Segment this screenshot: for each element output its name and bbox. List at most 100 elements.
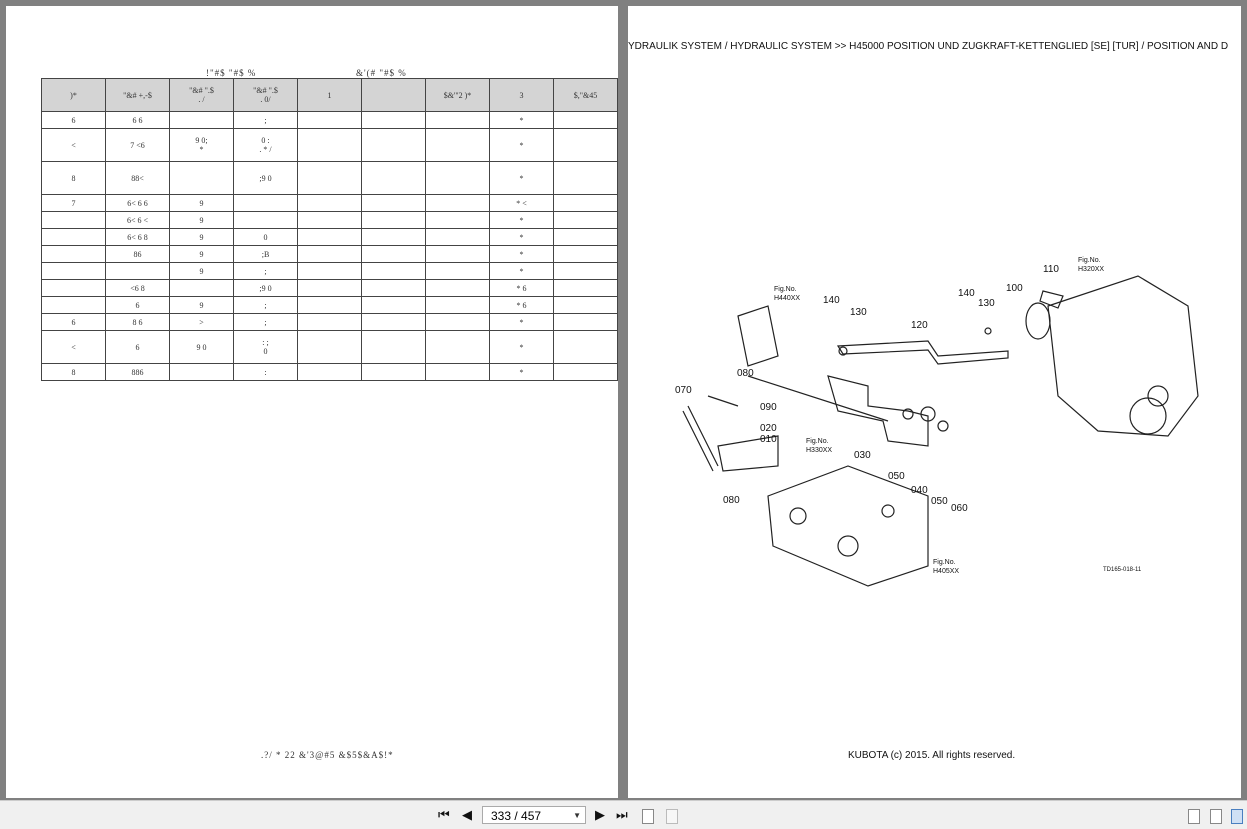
table-cell [425,228,490,246]
table-cell [425,296,490,314]
part-label: 050 [888,471,905,482]
left-page: !"#$ "#$ % &'(# "#$ % )*"&# +,-$"&# ".$ … [6,6,618,798]
valve-block [767,465,929,587]
part-label: 120 [911,320,928,331]
table-cell [425,161,490,195]
table-cell: 9 0; * [169,128,234,162]
table-cell: : ; 0 [233,330,298,364]
table-cell: * 6 [489,279,554,297]
table-cell [41,211,106,229]
part-label: 040 [911,485,928,496]
two-page-view-icon[interactable] [1231,809,1243,824]
table-cell: * [489,262,554,280]
part-label: 130 [850,307,867,318]
table-cell [553,262,618,280]
table-cell [169,161,234,195]
table-cell [425,262,490,280]
table-cell [361,262,426,280]
table-row: <6 8;9 0* 6 [41,279,618,297]
part-label: 030 [854,450,871,461]
table-cell: 9 [169,296,234,314]
table-cell: < [41,128,106,162]
table-cell [553,161,618,195]
single-page-view-icon[interactable] [1188,809,1200,824]
parts-table: )*"&# +,-$"&# ".$ . /"&# ".$ . 0/1$&'"2 … [41,78,618,381]
table-cell [297,363,362,381]
table-cell: ; [233,111,298,129]
table-cell: ;B [233,245,298,263]
table-cell [361,111,426,129]
table-cell: ; [233,262,298,280]
table-cell [297,279,362,297]
first-page-button[interactable]: ⏮ [438,807,450,822]
table-cell [553,330,618,364]
table-cell: 8 [41,363,106,381]
table-cell: * [489,211,554,229]
part-label: 070 [675,385,692,396]
table-cell: <6 8 [105,279,170,297]
paste-page-icon[interactable] [666,809,678,824]
prev-page-button[interactable]: ◀ [462,807,472,822]
table-cell: ;9 0 [233,161,298,195]
page-title-a: !"#$ "#$ % [206,68,257,78]
table-cell: 9 [169,228,234,246]
table-cell [361,296,426,314]
table-cell [425,330,490,364]
table-cell [297,161,362,195]
table-cell [553,313,618,331]
table-cell [361,128,426,162]
column-header: $&'"2 )* [425,78,490,112]
table-cell [425,111,490,129]
part-label: 100 [1006,283,1023,294]
table-cell: * [489,161,554,195]
table-cell [361,279,426,297]
table-cell: 9 [169,194,234,212]
table-cell [297,194,362,212]
table-cell [297,211,362,229]
table-cell: 6 [105,330,170,364]
part-label: 090 [760,402,777,413]
table-cell [553,245,618,263]
table-cell [41,296,106,314]
table-cell: 0 [233,228,298,246]
page-number-select[interactable]: 333 / 457▼ [482,806,586,824]
part-label: 140 [823,295,840,306]
table-cell [553,194,618,212]
table-cell [425,279,490,297]
column-header: "&# ".$ . 0/ [233,78,298,112]
table-cell: 88< [105,161,170,195]
table-cell [297,296,362,314]
table-cell [361,211,426,229]
fig-h405-label: Fig.No. [933,559,956,566]
table-cell [553,211,618,229]
table-cell: 6< 6 6 [105,194,170,212]
table-cell [297,262,362,280]
table-cell: * [489,111,554,129]
fig-h405: H405XX [933,568,959,575]
table-row: 9; * [41,262,618,280]
continuous-view-icon[interactable] [1210,809,1222,824]
bracket-left [737,305,779,367]
copy-page-icon[interactable] [642,809,654,824]
part-label: 020 [760,423,777,434]
next-page-button[interactable]: ▶ [595,807,605,822]
table-cell: * [489,363,554,381]
table-cell [41,262,106,280]
fig-h440-label: Fig.No. [774,286,797,293]
last-page-button[interactable]: ⏭ [616,807,628,822]
part-label: 060 [951,503,968,514]
table-cell: 9 [169,262,234,280]
table-cell: 6 6 [105,111,170,129]
page-number-value: 333 / 457 [491,809,542,823]
table-cell: 8 6 [105,313,170,331]
table-cell [553,228,618,246]
table-cell: 6< 6 < [105,211,170,229]
table-cell: * [489,330,554,364]
table-cell [297,245,362,263]
